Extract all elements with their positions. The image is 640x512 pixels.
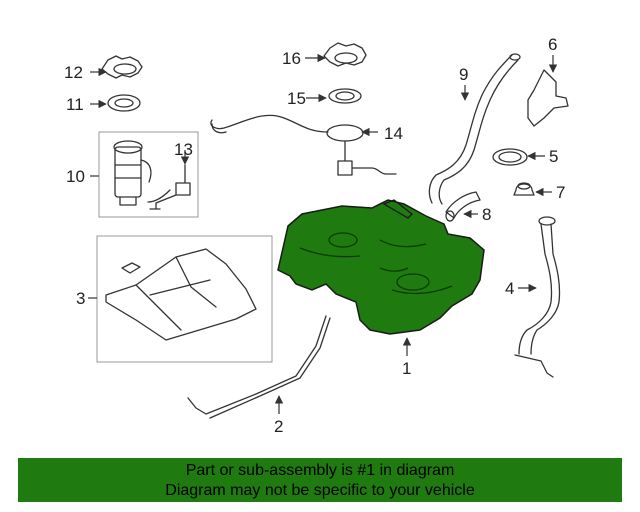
callout-8: 8 xyxy=(482,205,491,224)
callout-11: 11 xyxy=(66,95,84,114)
gasket-part-5[interactable] xyxy=(492,148,528,166)
footer-banner: Part or sub-assembly is #1 in diagram Di… xyxy=(18,458,622,502)
callout-15: 15 xyxy=(287,89,306,108)
heat-shield-part-3[interactable] xyxy=(105,248,257,341)
callout-13: 13 xyxy=(174,140,193,159)
lock-ring-part-12[interactable] xyxy=(101,55,143,79)
hose-part-8[interactable] xyxy=(445,191,481,222)
vent-tube-part-14[interactable] xyxy=(210,114,397,176)
tank-strap-part-2[interactable] xyxy=(187,315,331,419)
callout-3: 3 xyxy=(76,289,85,308)
seal-part-15[interactable] xyxy=(328,88,362,104)
callout-1: 1 xyxy=(402,359,411,378)
callout-9: 9 xyxy=(459,65,468,84)
seal-part-11[interactable] xyxy=(107,94,141,112)
pump-module-frame xyxy=(98,131,199,218)
fuel-pump-part-10[interactable] xyxy=(113,140,152,206)
heat-shield-frame xyxy=(96,235,273,363)
cap-part-7[interactable] xyxy=(513,182,535,196)
callout-16: 16 xyxy=(282,49,301,68)
callout-2: 2 xyxy=(274,417,283,436)
filler-hose-part-9[interactable] xyxy=(428,53,521,205)
filler-pipe-part-4[interactable] xyxy=(514,216,561,378)
level-sender-part-13[interactable] xyxy=(147,164,191,210)
footer-line-1: Part or sub-assembly is #1 in diagram xyxy=(185,462,455,479)
parts-diagram: 12 11 10 13 3 16 15 xyxy=(64,35,569,436)
callout-7: 7 xyxy=(556,183,565,202)
callout-6: 6 xyxy=(548,35,557,54)
bracket-part-6[interactable] xyxy=(527,69,569,127)
callout-12: 12 xyxy=(64,63,83,82)
fuel-tank-part-1[interactable] xyxy=(277,199,485,335)
lock-ring-part-16[interactable] xyxy=(323,42,367,67)
callout-14: 14 xyxy=(384,124,403,143)
footer-line-2: Diagram may not be specific to your vehi… xyxy=(165,482,475,499)
callout-10: 10 xyxy=(66,167,85,186)
callout-5: 5 xyxy=(549,147,558,166)
callout-4: 4 xyxy=(505,279,514,298)
